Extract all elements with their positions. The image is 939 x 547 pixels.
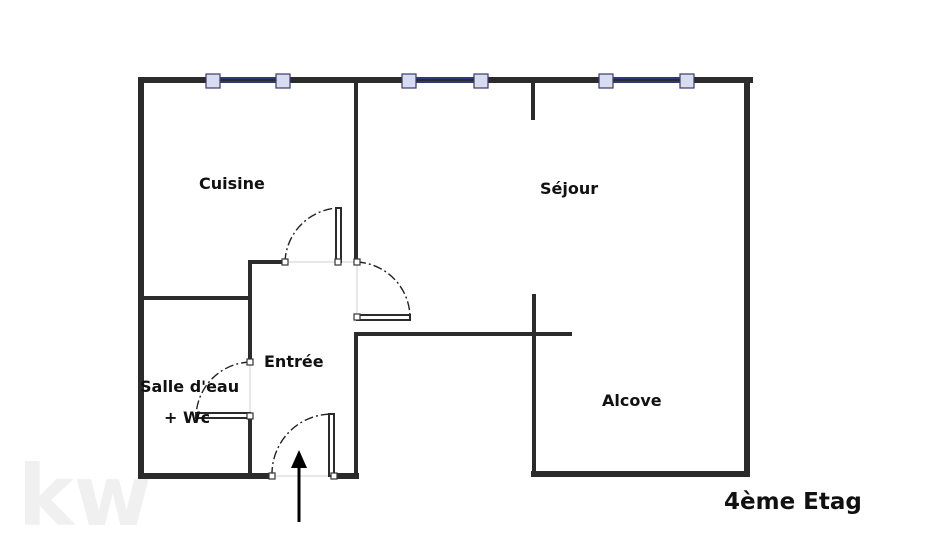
entry-arrow-icon xyxy=(291,450,307,522)
exterior-walls xyxy=(138,77,753,479)
door-bathroom xyxy=(195,358,254,420)
room-label-kitchen: Cuisine xyxy=(199,174,265,193)
room-label-entrance: Entrée xyxy=(264,352,324,371)
room-label-living: Séjour xyxy=(540,179,598,198)
window-living-right xyxy=(598,73,695,89)
room-label-bathroom: Salle d'eau xyxy=(140,377,239,396)
window-living-left xyxy=(401,73,489,89)
doors xyxy=(195,207,411,480)
windows xyxy=(205,73,695,89)
door-kitchen xyxy=(281,207,342,266)
watermark-logo: kw xyxy=(18,447,151,545)
room-label-alcove: Alcove xyxy=(602,391,662,410)
door-entrance xyxy=(268,413,338,480)
window-kitchen xyxy=(205,73,291,89)
door-living xyxy=(353,258,411,321)
room-label-bathroom-wc: + Wc xyxy=(164,408,210,427)
floor-label: 4ème Etag xyxy=(724,489,862,515)
interior-walls xyxy=(139,80,572,478)
